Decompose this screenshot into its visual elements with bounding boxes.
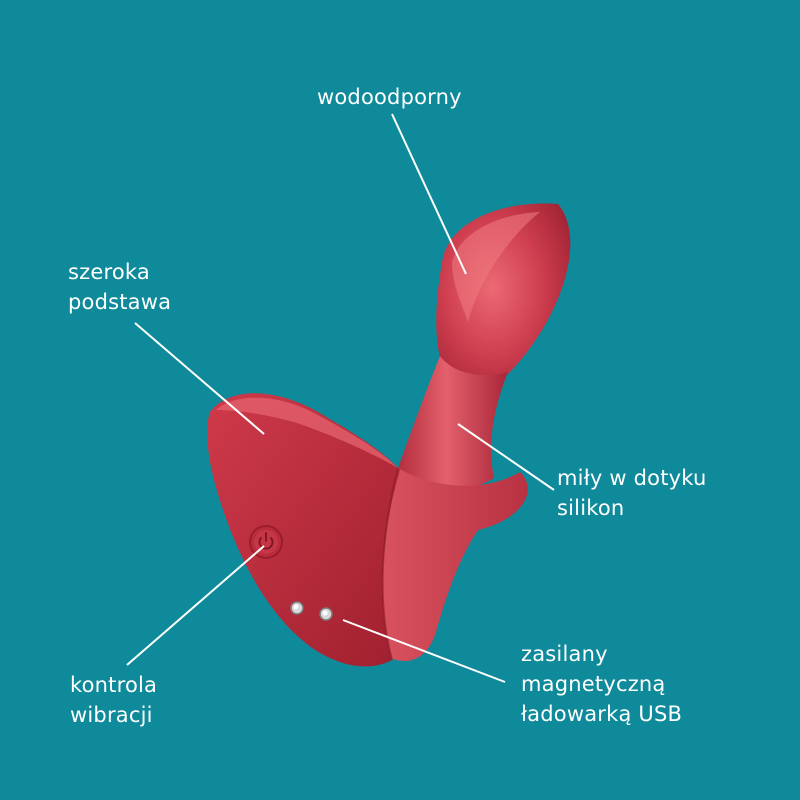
label-vibration-control-line-2: wibracji (70, 703, 153, 727)
product-base-left-face (207, 393, 400, 667)
label-silicone: miły w dotyku silikon (557, 463, 706, 523)
label-wide-base: szeroka podstawa (68, 257, 171, 317)
label-silicone-line-2: silikon (557, 496, 625, 520)
label-vibration-control-line-1: kontrola (70, 673, 158, 697)
product-bulb-highlight (452, 212, 540, 322)
label-wide-base-line-2: podstawa (68, 290, 172, 314)
charging-contacts (290, 601, 333, 621)
label-wide-base-line-1: szeroka (68, 260, 150, 284)
product-base-rim (216, 397, 398, 468)
callout-line-vibration-control (126, 545, 265, 666)
callout-line-silicone (457, 423, 555, 491)
callout-line-charging (342, 619, 506, 683)
label-vibration-control: kontrola wibracji (70, 670, 157, 730)
label-waterproof-line-1: wodoodporny (317, 85, 462, 109)
label-charging: zasilany magnetyczną ładowarką USB (521, 639, 682, 729)
label-charging-line-3: ładowarką USB (521, 702, 683, 726)
label-charging-line-1: zasilany (521, 642, 608, 666)
label-silicone-line-1: miły w dotyku (557, 466, 707, 490)
product-base-right-face (381, 468, 528, 661)
label-waterproof: wodoodporny (317, 82, 462, 112)
product-neck (396, 356, 508, 490)
callout-line-wide-base (134, 322, 265, 435)
label-charging-line-2: magnetyczną (521, 672, 666, 696)
callout-line-waterproof (391, 113, 467, 275)
